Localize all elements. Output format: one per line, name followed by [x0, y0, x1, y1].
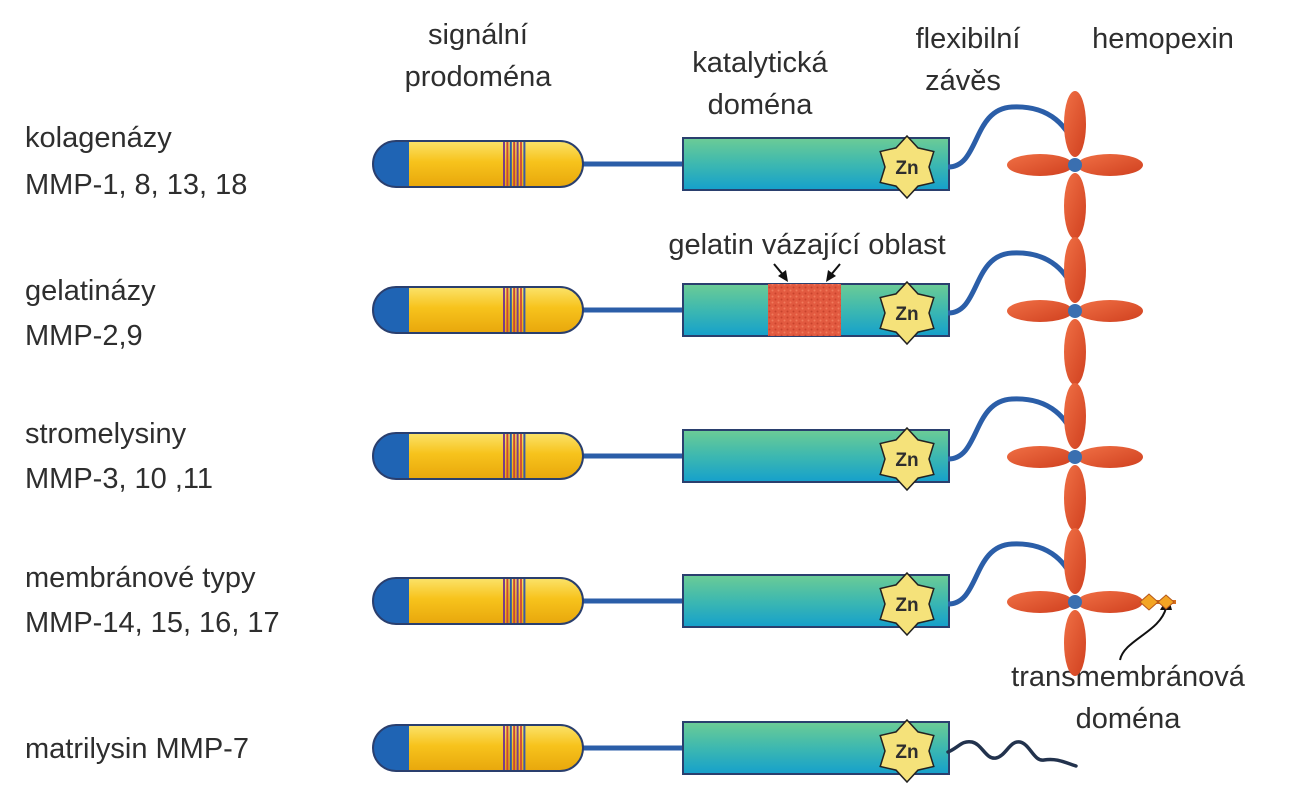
row-label-membrane-types: membránové typy MMP-14, 15, 16, 17 [25, 562, 280, 639]
hemopexin-hub [1068, 304, 1082, 318]
cysteine-switch-stripes [503, 725, 526, 771]
flexible-hinge [947, 104, 1077, 170]
svg-text:Zn: Zn [895, 742, 918, 763]
svg-text:matrilysin MMP-7: matrilysin MMP-7 [25, 733, 249, 765]
hemopexin-domain [1007, 528, 1143, 676]
header-hemopexin: hemopexin [1092, 23, 1234, 55]
svg-text:signální: signální [428, 19, 528, 51]
cysteine-switch-stripes [503, 287, 526, 333]
hemopexin-blade [1007, 591, 1073, 613]
prodomain-capsule [372, 286, 584, 334]
hemopexin-blade [1064, 173, 1086, 239]
svg-text:Zn: Zn [895, 595, 918, 616]
prodomain-capsule [372, 432, 584, 480]
c-terminal-tail [946, 739, 1078, 768]
zinc-site: Zn [879, 426, 935, 492]
svg-text:doména: doména [1076, 703, 1182, 735]
mmp-row-gelatinases: Zn [372, 237, 1143, 385]
svg-text:gelatinázy: gelatinázy [25, 275, 156, 307]
hemopexin-blade [1064, 91, 1086, 157]
hemopexin-blade [1064, 465, 1086, 531]
row-label-collagenases: kolagenázy MMP-1, 8, 13, 18 [25, 122, 247, 201]
gelatin-binding-region [768, 284, 841, 336]
header-flexible-hinge: flexibilní závěs [916, 23, 1021, 97]
hemopexin-blade [1077, 591, 1143, 613]
flexible-hinge [947, 396, 1077, 462]
svg-text:MMP-2,9: MMP-2,9 [25, 320, 143, 352]
zinc-site: Zn [879, 280, 935, 346]
row-label-matrilysin: matrilysin MMP-7 [25, 733, 249, 765]
flexible-hinge [947, 541, 1077, 607]
svg-text:prodoména: prodoména [405, 61, 553, 93]
hemopexin-hub [1068, 450, 1082, 464]
hemopexin-blade [1064, 319, 1086, 385]
hemopexin-blade [1064, 383, 1086, 449]
svg-text:závěs: závěs [925, 65, 1001, 97]
svg-text:stromelysiny: stromelysiny [25, 418, 187, 450]
svg-text:flexibilní: flexibilní [916, 23, 1021, 55]
svg-text:MMP-3, 10 ,11: MMP-3, 10 ,11 [25, 463, 213, 495]
hemopexin-domain [1007, 383, 1143, 531]
hemopexin-blade [1077, 300, 1143, 322]
hemopexin-blade [1077, 154, 1143, 176]
row-label-gelatinases: gelatinázy MMP-2,9 [25, 275, 156, 352]
flexible-hinge [947, 250, 1077, 316]
svg-text:membránové typy: membránové typy [25, 562, 256, 594]
svg-text:MMP-14, 15, 16, 17: MMP-14, 15, 16, 17 [25, 607, 280, 639]
cysteine-switch-stripes [503, 141, 526, 187]
prodomain-capsule [372, 724, 584, 772]
svg-text:katalytická: katalytická [692, 47, 828, 79]
gelatin-arrow-right [826, 263, 841, 282]
hemopexin-blade [1064, 528, 1086, 594]
hemopexin-blade [1007, 300, 1073, 322]
zinc-site: Zn [879, 571, 935, 637]
hemopexin-hub [1068, 595, 1082, 609]
svg-text:transmembránová: transmembránová [1011, 661, 1246, 693]
hemopexin-hub [1068, 158, 1082, 172]
prodomain-capsule [372, 577, 584, 625]
transmembrane-domain [1139, 593, 1176, 611]
hemopexin-blade [1064, 237, 1086, 303]
zinc-site: Zn [879, 718, 935, 784]
prodomain-capsule [372, 140, 584, 188]
svg-text:doména: doména [708, 89, 814, 121]
mmp-row-membrane-types: Zn [372, 528, 1176, 676]
transmembrane-label: transmembránová doména [1011, 661, 1246, 735]
hemopexin-blade [1064, 610, 1086, 676]
row-label-stromelysins: stromelysiny MMP-3, 10 ,11 [25, 418, 213, 495]
svg-text:Zn: Zn [895, 158, 918, 179]
mmp-row-stromelysins: Zn [372, 383, 1143, 531]
gelatin-binding-label: gelatin vázající oblast [668, 229, 945, 261]
cysteine-switch-stripes [503, 433, 526, 479]
svg-text:Zn: Zn [895, 450, 918, 471]
hemopexin-blade [1007, 446, 1073, 468]
cysteine-switch-stripes [503, 578, 526, 624]
zinc-site: Zn [879, 134, 935, 200]
hemopexin-blade [1007, 154, 1073, 176]
header-catalytic-domain: katalytická doména [692, 47, 828, 121]
header-signal-prodomain: signální prodoména [405, 19, 553, 93]
mmp-row-collagenases: Zn [372, 91, 1143, 239]
gelatin-arrow-left [773, 263, 788, 282]
svg-text:Zn: Zn [895, 304, 918, 325]
hemopexin-blade [1077, 446, 1143, 468]
mmp-row-matrilysin: Zn [372, 718, 1078, 784]
hemopexin-domain [1007, 91, 1143, 239]
svg-text:MMP-1, 8, 13, 18: MMP-1, 8, 13, 18 [25, 169, 247, 201]
hemopexin-domain [1007, 237, 1143, 385]
svg-text:kolagenázy: kolagenázy [25, 122, 172, 154]
